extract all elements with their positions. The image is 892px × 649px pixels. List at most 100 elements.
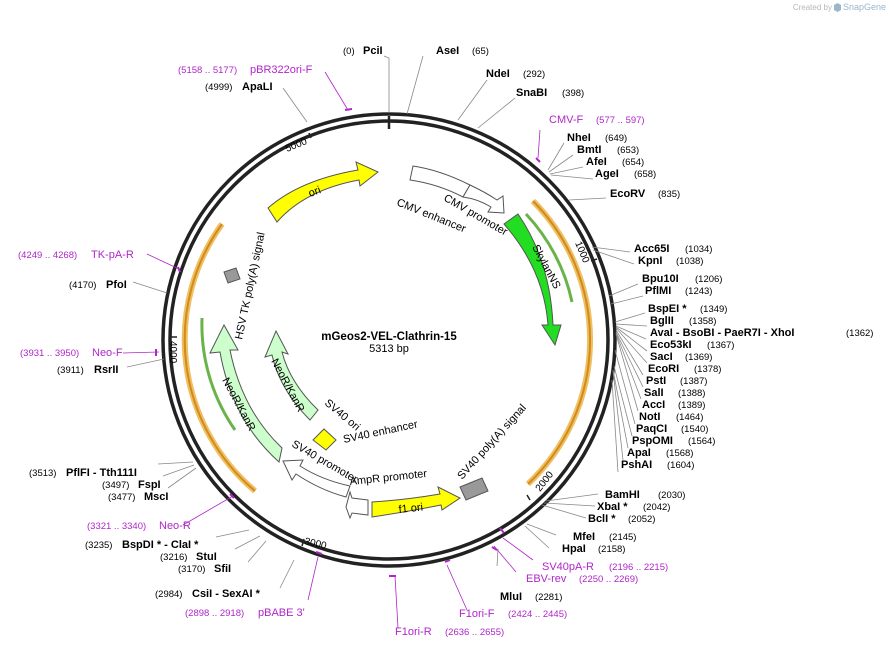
primer-f1ori-f[interactable]: F1ori-F(2424 .. 2445) [459,608,567,620]
site-noti-label: NotI [639,411,660,423]
site-acci-label: AccI [642,399,665,411]
site-bspei-position: (1349) [700,304,727,315]
site-bspei-label: BspEI * [648,303,687,315]
site-ndei[interactable]: NdeI(292) [486,68,545,80]
site-sali[interactable]: SalI(1388) [644,387,705,399]
site-rsrii[interactable]: (3911)RsrII [57,364,118,376]
primer-tk-pa-r-label: TK-pA-R [91,249,134,261]
tick-label-4000: 4000 [167,341,178,364]
site-kpni[interactable]: KpnI (1038) [638,255,703,267]
site-afei-position: (654) [622,157,644,168]
site-ndei-position: (292) [523,69,545,80]
site-snabi-position: (398) [562,88,584,99]
site-pflmi[interactable]: PflMI(1243) [645,285,712,297]
orf-arc-skylan-inner [524,212,574,303]
primer-f1ori-r-label: F1ori-R [395,626,432,638]
site-xbai-label: XbaI * [597,501,628,513]
site-bglii-label: BglII [650,315,674,327]
site-afei-label: AfeI [586,156,607,168]
site-msci-label: MscI [144,491,168,503]
site-afei[interactable]: AfeI (654) [586,156,644,168]
feature-label-neor-inner: NeoR/KanR [268,357,306,415]
feature-cmv-promoter [462,184,505,214]
site-bpu10i-position: (1206) [695,274,722,285]
primer-pbr322ori-f-label: pBR322ori-F [250,64,313,76]
feature-skylan [503,213,562,347]
site-snabi-label: SnaBI [516,87,547,99]
site-msci[interactable]: (3477)MscI [108,491,168,503]
site-acci[interactable]: AccI(1389) [642,399,705,411]
site-xbai[interactable]: XbaI * (2042) [597,501,670,513]
primer-neo-f[interactable]: (3931 .. 3950)Neo-F [20,347,123,359]
feature-label-sv40-ori: SV40 ori [322,397,362,433]
primer-tk-pa-r[interactable]: (4249 .. 4268)TK-pA-R [18,249,134,261]
site-bspdi-clai[interactable]: (3235)BspDI * - ClaI * [85,539,199,551]
site-bpu10i[interactable]: Bpu10I(1206) [642,273,722,285]
site-pshai[interactable]: PshAI (1604) [621,459,694,471]
site-bmti[interactable]: BmtI(653) [577,144,639,156]
site-apali[interactable]: (4999)ApaLI [205,81,273,93]
primer-sv40pa-r[interactable]: SV40pA-R(2196 .. 2215) [542,561,668,573]
site-mlui-position: (2281) [535,592,562,603]
site-sfii[interactable]: (3170)SfiI [178,563,231,575]
site-snabi[interactable]: SnaBI (398) [516,87,584,99]
primer-cmv-f[interactable]: CMV-F(577 .. 597) [549,114,645,126]
site-fspi[interactable]: (3497)FspI [102,479,161,491]
site-psti-label: PstI [646,375,666,387]
site-eco53ki[interactable]: Eco53kI(1367) [650,339,734,351]
primer-neo-r[interactable]: (3321 .. 3340)Neo-R [87,520,191,532]
site-mlui[interactable]: MluI(2281) [500,591,562,603]
site-bamhi[interactable]: BamHI(2030) [605,489,685,501]
plasmid-size: 5313 bp [369,343,409,355]
site-saci[interactable]: SacI(1369) [650,351,712,363]
orf-arc-neo-inner [200,317,237,431]
site-hpai[interactable]: HpaI(2158) [562,543,625,555]
site-asei[interactable]: AseI(65) [436,45,489,57]
site-kpni-label: KpnI [638,255,662,267]
primer-f1ori-f-label: F1ori-F [459,608,495,620]
site-psti[interactable]: PstI(1387) [646,375,707,387]
site-bspei[interactable]: BspEI * (1349) [648,303,727,315]
tick-label-3000: 3000 [303,536,328,552]
site-stui[interactable]: (3216) StuI [160,551,217,563]
site-ecori-label: EcoRI [648,363,679,375]
site-csii-sexai[interactable]: (2984)CsiI - SexAI * [155,588,261,600]
site-bcli[interactable]: BclI *(2052) [588,513,655,525]
site-kpni-position: (1038) [676,256,703,267]
site-xbai-position: (2042) [643,502,670,513]
site-bglii[interactable]: BglII(1358) [650,315,716,327]
site-pshai-label: PshAI [621,459,652,471]
primer-ebv-rev-position: (2250 .. 2269) [579,574,638,585]
site-agei[interactable]: AgeI(658) [595,168,656,180]
primer-pbr322ori-f[interactable]: (5158 .. 5177)pBR322ori-F [178,64,313,76]
site-noti[interactable]: NotI(1464) [639,411,703,423]
site-avai-xhoi-position: (1362) [846,328,873,339]
site-paqci[interactable]: PaqCI(1540) [636,423,708,435]
site-avai-xhoi[interactable]: AvaI - BsoBI - PaeR7I - XhoI(1362) [650,327,873,339]
site-apai[interactable]: ApaI(1568) [627,447,693,459]
primer-f1ori-r[interactable]: F1ori-R(2636 .. 2655) [395,626,504,638]
site-pflfi-tth111i[interactable]: (3513)PflFI - Tth111I [29,467,137,479]
primer-pbabe-3[interactable]: (2898 .. 2918)pBABE 3' [185,607,305,619]
site-pspomi[interactable]: PspOMI(1564) [632,435,715,447]
site-ecori-position: (1378) [694,364,721,375]
site-stui-label: StuI [196,551,217,563]
site-nhei[interactable]: NheI(649) [567,132,627,144]
site-pcii-label: PciI [363,45,383,57]
site-ecorv[interactable]: EcoRV(835) [610,188,680,200]
primer-markers [155,108,541,577]
site-pshai-position: (1604) [667,460,694,471]
primer-ebv-rev[interactable]: EBV-rev(2250 .. 2269) [526,573,638,585]
site-acc65i-label: Acc65I [634,243,669,255]
site-asei-label: AseI [436,45,459,57]
site-pcii[interactable]: (0)PciI [343,45,383,57]
site-ecori[interactable]: EcoRI (1378) [648,363,721,375]
site-pfoi-label: PfoI [106,279,127,291]
site-pfoi[interactable]: (4170)PfoI [69,279,127,291]
primer-pbabe-3-position: (2898 .. 2918) [185,608,244,619]
site-bspdi-clai-position: (3235) [85,540,112,551]
primer-neo-r-position: (3321 .. 3340) [87,521,146,532]
site-mfei[interactable]: MfeI(2145) [573,531,636,543]
site-stui-position: (3216) [160,552,187,563]
site-acc65i[interactable]: Acc65I(1034) [634,243,712,255]
